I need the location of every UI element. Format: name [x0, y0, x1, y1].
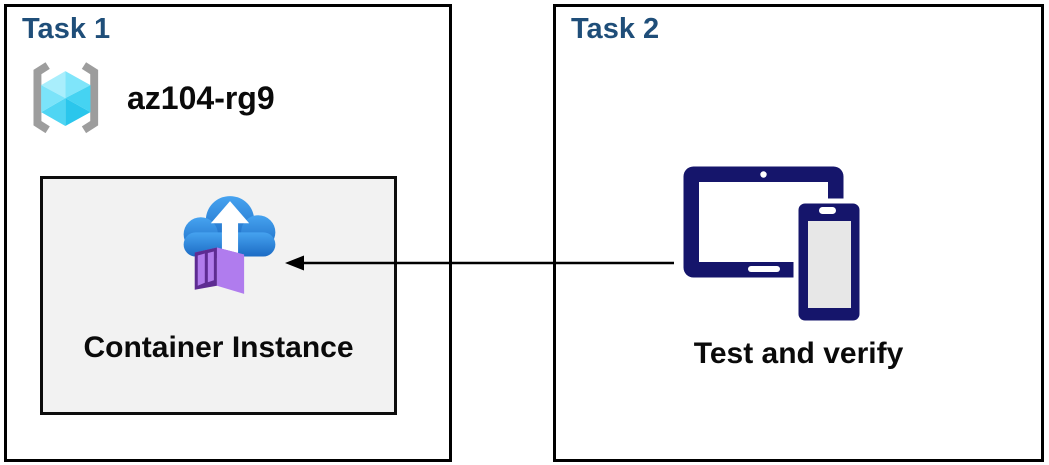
container-instance-icon [183, 196, 276, 294]
task1-panel: Task 1 az104-rg9 [4, 4, 452, 462]
devices-icon [683, 166, 865, 326]
resource-group-name: az104-rg9 [127, 80, 275, 116]
container-cube [194, 247, 245, 294]
container-instance-box: Container Instance [40, 176, 397, 415]
resource-group-icon [33, 62, 99, 134]
upload-arrow-icon [210, 201, 250, 257]
container-instance-label: Container Instance [83, 331, 354, 364]
task2-panel: Task 2 Test and verify [553, 4, 1044, 462]
test-and-verify-label: Test and verify [693, 337, 904, 370]
task1-title: Task 1 [22, 13, 111, 45]
phone-icon [793, 198, 865, 326]
task2-title: Task 2 [571, 13, 660, 45]
